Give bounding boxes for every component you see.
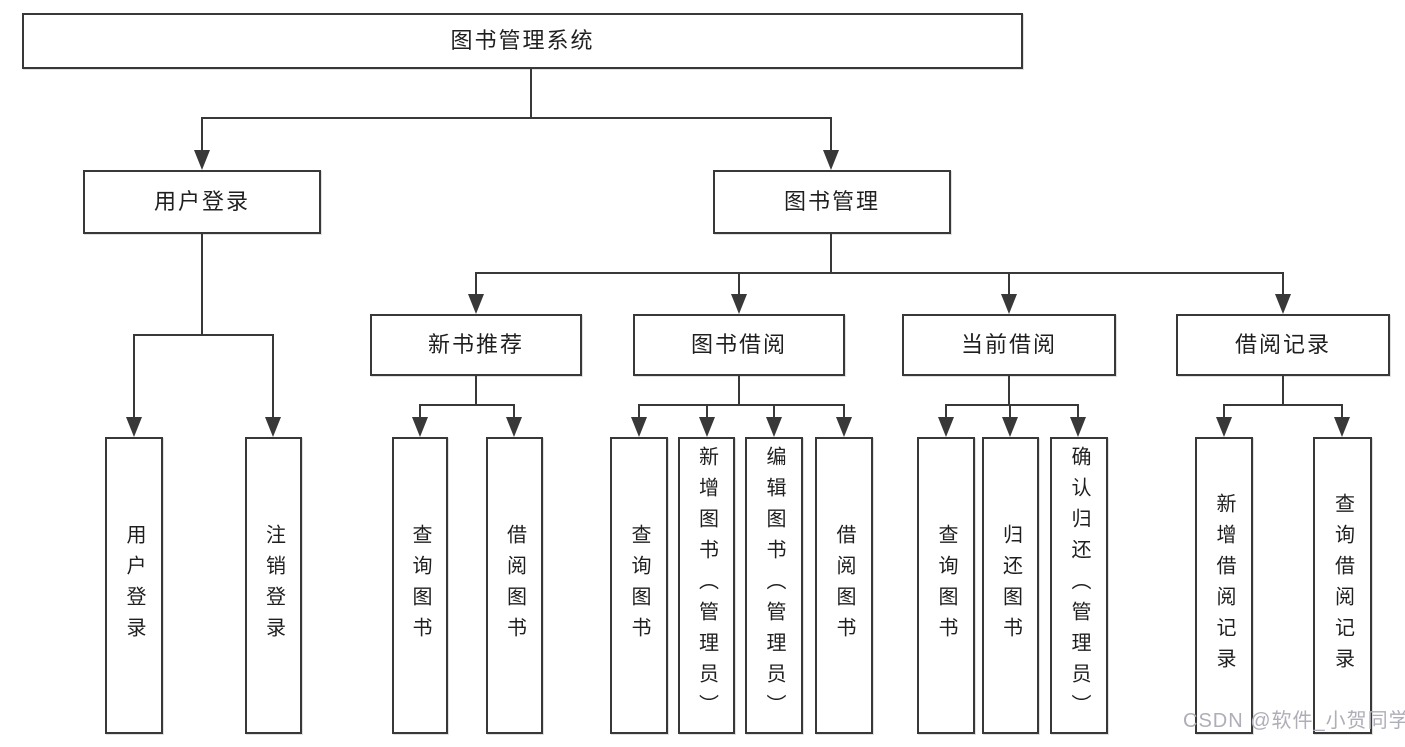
arrowhead-g2-1 (631, 417, 647, 437)
connector-g4-stem (1282, 376, 1284, 406)
node-book-management-label: 图书管理 (783, 189, 880, 214)
node-borrow-records-label: 借阅记录 (1234, 332, 1331, 357)
arrowhead-user-login (194, 150, 210, 170)
connector-user-login-stem (201, 234, 203, 335)
csdn-watermark: CSDN @软件_小贺同学 (1183, 710, 1405, 732)
node-query-borrow-record-label: 查询借阅记录 (1331, 492, 1354, 679)
connector-drop-book-management (830, 117, 832, 151)
node-user-login-leaf: 用户登录 (105, 437, 163, 734)
node-book-borrow: 图书借阅 (633, 314, 845, 376)
connector-drop-book-borrow (738, 272, 740, 296)
connector-level3-bar (475, 272, 1284, 274)
connector-g1-bar (419, 404, 515, 406)
node-query-books-recommend: 查询图书 (392, 437, 448, 734)
connector-g1-stem (475, 376, 477, 406)
node-borrow-books-leaf-label: 借阅图书 (833, 523, 855, 648)
arrowhead-g2-4 (836, 417, 852, 437)
connector-g4-drop-1 (1223, 404, 1225, 418)
connector-drop-new-book (475, 272, 477, 296)
node-query-books-current: 查询图书 (917, 437, 975, 734)
connector-g4-bar (1223, 404, 1343, 406)
node-new-book-recommend-label: 新书推荐 (427, 332, 524, 357)
connector-g3-drop-2 (1009, 404, 1011, 418)
node-confirm-return-admin-label: 确认归还（管理员） (1068, 446, 1090, 725)
connector-book-mgmt-stem (830, 234, 832, 274)
connector-g3-bar (945, 404, 1079, 406)
arrowhead-g3-3 (1070, 417, 1086, 437)
connector-g2-bar (638, 404, 845, 406)
node-return-book: 归还图书 (982, 437, 1039, 734)
node-logout-leaf-label: 注销登录 (262, 523, 285, 648)
connector-g1-drop-1 (419, 404, 421, 418)
connector-drop-user-login (201, 117, 203, 151)
connector-level2-bar (201, 117, 831, 119)
connector-g2-stem (738, 376, 740, 406)
arrowhead-g2-2 (699, 417, 715, 437)
arrowhead-g3-1 (938, 417, 954, 437)
arrowhead-g3-2 (1002, 417, 1018, 437)
node-confirm-return-admin: 确认归还（管理员） (1050, 437, 1108, 734)
connector-drop-login-leaf (133, 334, 135, 418)
arrowhead-g1-2 (506, 417, 522, 437)
arrowhead-g1-1 (412, 417, 428, 437)
node-add-book-admin-label: 新增图书（管理员） (695, 446, 718, 725)
node-add-book-admin: 新增图书（管理员） (678, 437, 735, 734)
node-query-books-borrow-label: 查询图书 (628, 523, 650, 648)
node-book-borrow-label: 图书借阅 (690, 332, 787, 357)
node-edit-book-admin: 编辑图书（管理员） (745, 437, 803, 734)
node-query-books-borrow: 查询图书 (610, 437, 668, 734)
arrowhead-borrow-records (1275, 294, 1291, 314)
connector-root-stem (530, 69, 532, 118)
connector-g3-drop-1 (945, 404, 947, 418)
node-user-login-label: 用户登录 (153, 189, 250, 214)
arrowhead-new-book (468, 294, 484, 314)
node-user-login-leaf-label: 用户登录 (123, 523, 145, 648)
node-current-borrow-label: 当前借阅 (960, 332, 1057, 357)
connector-g1-drop-2 (513, 404, 515, 418)
arrowhead-login-leaf (126, 417, 142, 437)
connector-g3-stem (1008, 376, 1010, 406)
node-new-book-recommend: 新书推荐 (370, 314, 582, 376)
node-root: 图书管理系统 (22, 13, 1023, 69)
arrowhead-g4-1 (1216, 417, 1232, 437)
node-user-login: 用户登录 (83, 170, 321, 234)
connector-g3-drop-3 (1077, 404, 1079, 418)
arrowhead-current-borrow (1001, 294, 1017, 314)
arrowhead-book-borrow (731, 294, 747, 314)
arrowhead-book-management (823, 150, 839, 170)
connector-drop-current-borrow (1008, 272, 1010, 296)
connector-drop-borrow-records (1282, 272, 1284, 296)
connector-g2-drop-3 (773, 404, 775, 418)
connector-g2-drop-2 (706, 404, 708, 418)
node-edit-book-admin-label: 编辑图书（管理员） (763, 446, 785, 725)
node-borrow-books-leaf: 借阅图书 (815, 437, 873, 734)
node-borrow-books-recommend-label: 借阅图书 (503, 523, 526, 648)
node-borrow-books-recommend: 借阅图书 (486, 437, 543, 734)
connector-g2-drop-1 (638, 404, 640, 418)
arrowhead-g2-3 (766, 417, 782, 437)
arrowhead-g4-2 (1334, 417, 1350, 437)
node-query-borrow-record: 查询借阅记录 (1313, 437, 1372, 734)
node-borrow-records: 借阅记录 (1176, 314, 1390, 376)
node-current-borrow: 当前借阅 (902, 314, 1116, 376)
arrowhead-logout-leaf (265, 417, 281, 437)
connector-g4-drop-2 (1341, 404, 1343, 418)
node-logout-leaf: 注销登录 (245, 437, 302, 734)
node-add-borrow-record-label: 新增借阅记录 (1213, 492, 1235, 679)
node-return-book-label: 归还图书 (999, 523, 1022, 648)
connector-user-login-bar (133, 334, 274, 336)
connector-drop-logout-leaf (272, 334, 274, 418)
node-add-borrow-record: 新增借阅记录 (1195, 437, 1253, 734)
node-query-books-current-label: 查询图书 (935, 523, 957, 648)
node-root-label: 图书管理系统 (450, 28, 595, 53)
connector-g2-drop-4 (843, 404, 845, 418)
node-query-books-recommend-label: 查询图书 (409, 523, 431, 648)
node-book-management: 图书管理 (713, 170, 951, 234)
